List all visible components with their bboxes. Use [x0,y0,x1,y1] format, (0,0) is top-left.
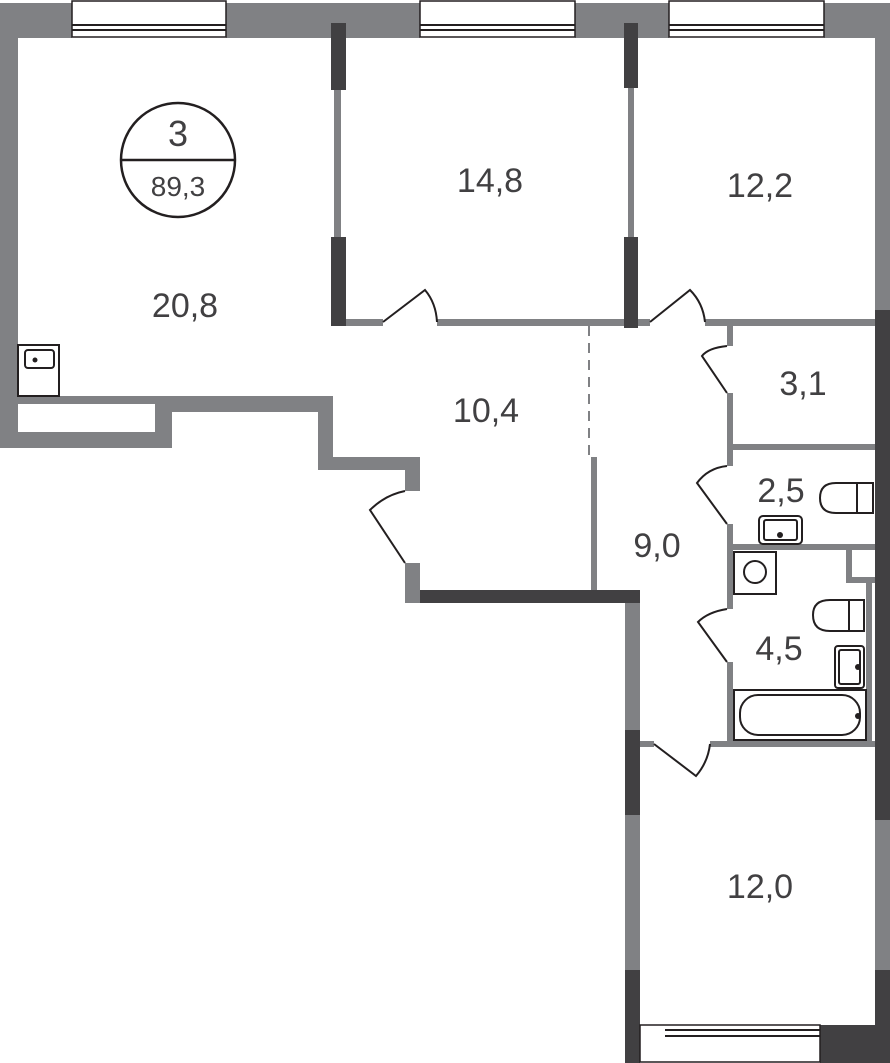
washbasin-icon [758,515,803,545]
interior-walls [331,23,875,747]
toilet-icon [818,482,874,514]
washbasin-icon [834,645,865,689]
windows [71,0,825,1063]
toilet-icon [811,599,865,632]
room-area-storage: 3,1 [779,365,826,403]
room-area-bedroom-3: 12,0 [727,868,793,906]
apartment-badge: 3 89,3 [119,101,237,219]
bathtub-icon [733,689,867,741]
fixtures [17,344,874,741]
room-area-bedroom-2: 12,2 [727,167,793,205]
room-area-living: 20,8 [152,287,218,325]
room-area-toilet: 2,5 [757,472,804,510]
kitchen-sink-icon [17,344,60,397]
total-area: 89,3 [151,171,206,202]
room-area-corridor: 9,0 [633,527,680,565]
doors [368,288,728,778]
room-area-hall: 10,4 [453,392,519,430]
room-area-bedroom-1: 14,8 [457,162,523,200]
washing-machine-icon [733,551,777,595]
exterior-walls [0,3,890,1063]
rooms-count: 3 [168,113,188,154]
room-area-bathroom: 4,5 [755,630,802,668]
